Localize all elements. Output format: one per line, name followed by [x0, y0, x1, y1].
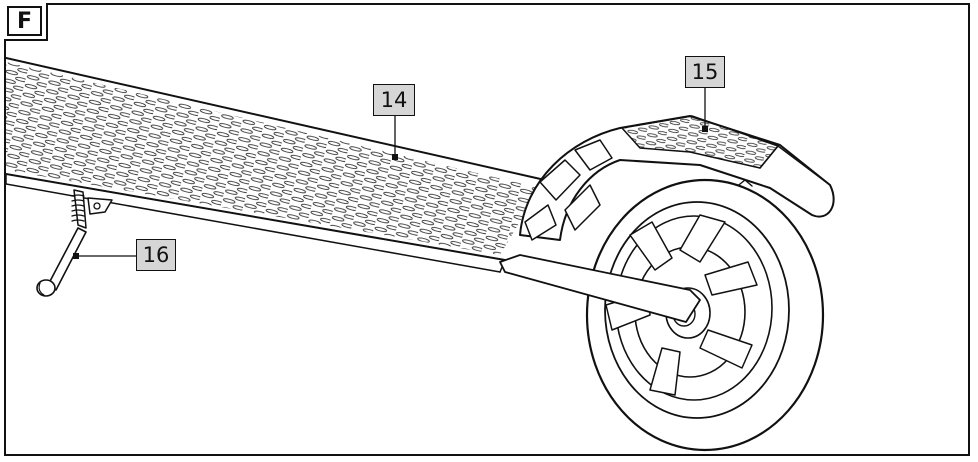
leader-dot-16 — [73, 253, 79, 259]
leader-lines — [75, 85, 706, 257]
label-15: 15 — [685, 56, 725, 88]
leader-dot-14 — [392, 154, 398, 160]
section-letter: F — [7, 6, 42, 36]
rear-fender-brake — [519, 115, 835, 241]
rear-wheel — [585, 178, 825, 452]
label-14: 14 — [373, 84, 415, 116]
label-16: 16 — [136, 239, 176, 271]
deck — [6, 57, 546, 273]
rear-fork-arm — [499, 254, 701, 323]
section-letter-box: F — [4, 3, 48, 41]
leader-dot-15 — [702, 126, 708, 132]
kickstand — [36, 189, 113, 297]
